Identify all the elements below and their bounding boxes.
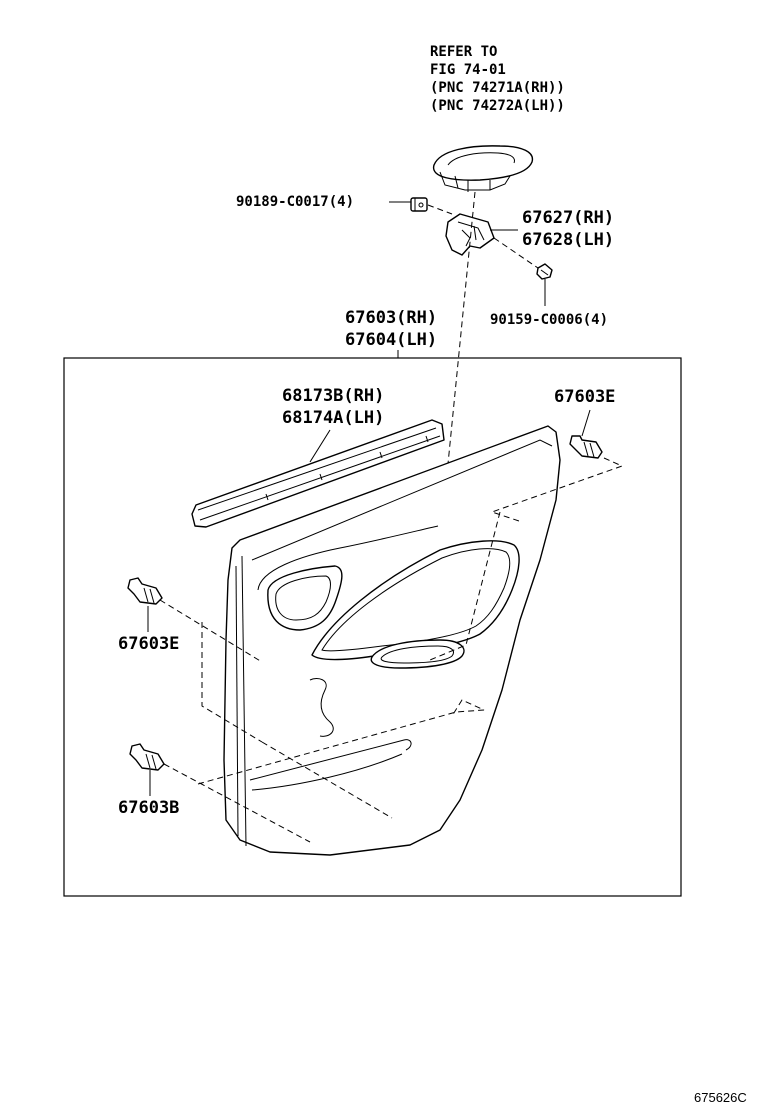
clip-e-right-dash-2 <box>429 511 501 661</box>
refer-line-2: FIG 74-01 <box>430 62 506 78</box>
clip-67603e-right[interactable] <box>569 435 603 459</box>
refer-line-1: REFER TO <box>430 44 498 60</box>
label-clip-90189[interactable]: 90189-C0017(4) <box>236 194 355 210</box>
weatherstrip-leader <box>309 429 331 463</box>
label-clip-e-right[interactable]: 67603E <box>554 387 616 407</box>
label-bracket-rh[interactable]: 67627(RH) <box>522 208 615 228</box>
clip-90189[interactable] <box>410 197 428 212</box>
door-trim-board[interactable] <box>223 425 561 856</box>
diagram-id: 675626C <box>694 1090 747 1105</box>
assembly-frame <box>63 357 682 897</box>
clip-e-left-dash-2 <box>201 622 263 743</box>
label-clip-e-left[interactable]: 67603E <box>118 634 180 654</box>
armrest-handle[interactable] <box>433 145 534 192</box>
handle-dash <box>428 191 476 656</box>
screw-dash <box>493 237 539 269</box>
clip-90189-dash <box>427 204 453 215</box>
label-weatherstrip-lh[interactable]: 68174A(LH) <box>282 408 385 428</box>
clip-67603b[interactable] <box>129 743 165 771</box>
label-weatherstrip-rh[interactable]: 68173B(RH) <box>282 386 385 406</box>
label-bracket-lh[interactable]: 67628(LH) <box>522 230 615 250</box>
bottom-dash <box>261 741 393 819</box>
label-board-lh[interactable]: 67604(LH) <box>345 330 438 350</box>
screw-90159[interactable] <box>536 263 553 280</box>
label-board-rh[interactable]: 67603(RH) <box>345 308 438 328</box>
clip-b-dash <box>163 763 311 843</box>
label-clip-b[interactable]: 67603B <box>118 798 180 818</box>
refer-line-4: (PNC 74272A(LH)) <box>430 98 565 114</box>
refer-line-3: (PNC 74271A(RH)) <box>430 80 565 96</box>
clip-e-right-leader <box>581 409 591 437</box>
clip-b-dash-2 <box>197 699 485 785</box>
bracket-67627[interactable] <box>445 213 495 256</box>
clip-67603e-left[interactable] <box>127 577 163 605</box>
weatherstrip-68173b[interactable] <box>191 419 445 528</box>
label-screw-90159[interactable]: 90159-C0006(4) <box>490 312 609 328</box>
clip-e-right-dash <box>490 457 624 523</box>
